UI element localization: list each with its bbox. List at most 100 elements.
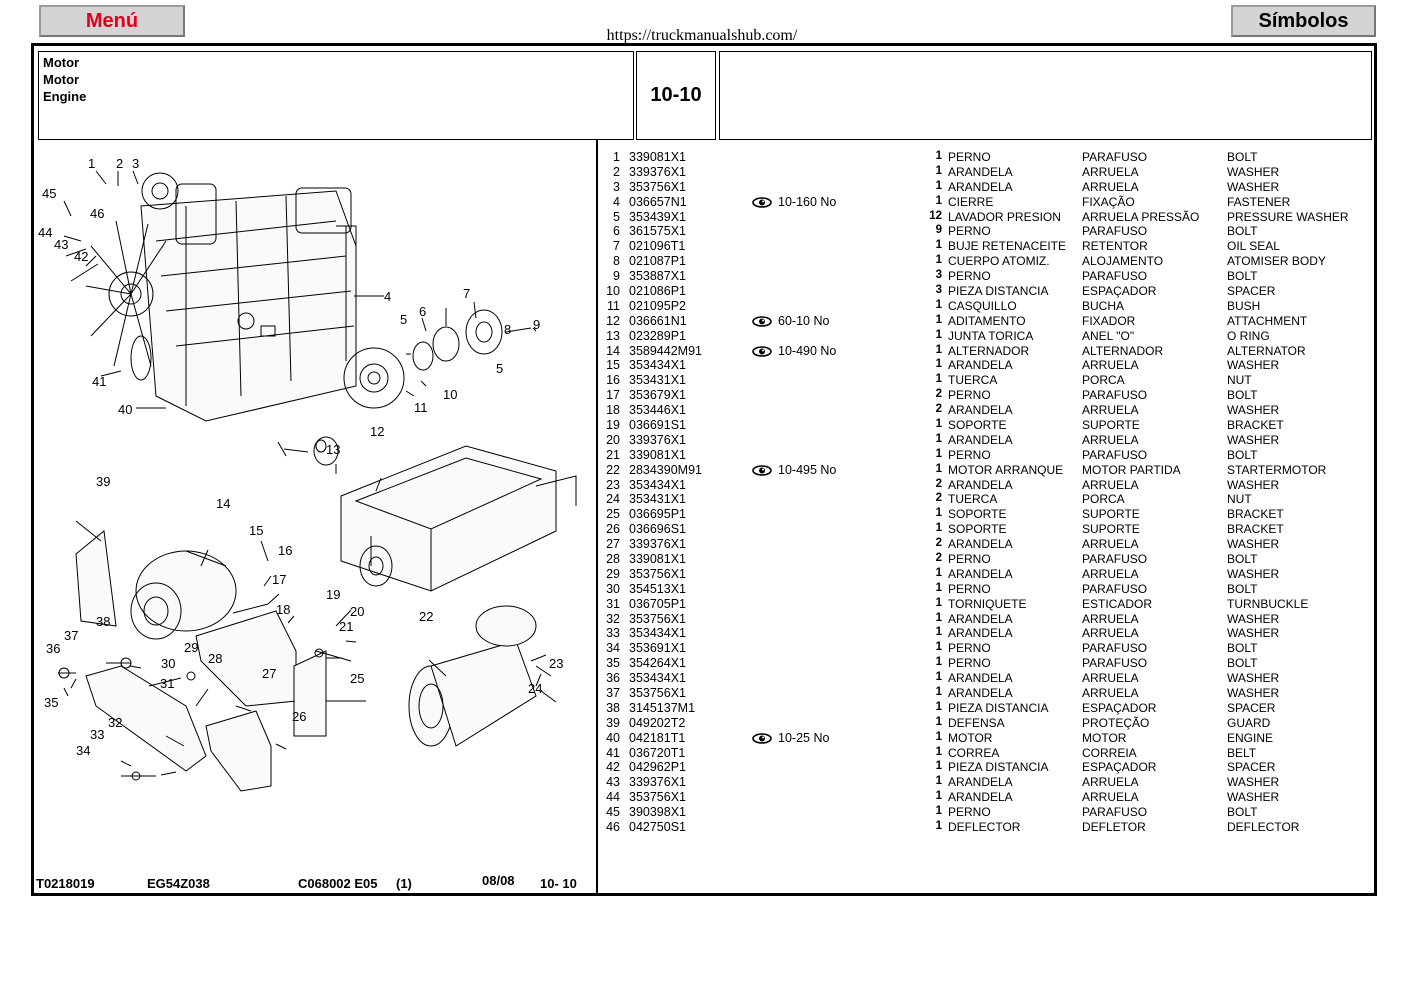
part-number: 036720T1 bbox=[629, 745, 686, 760]
description-pt: ARRUELA bbox=[1082, 179, 1139, 194]
eye-icon[interactable] bbox=[752, 732, 772, 747]
column-divider bbox=[596, 140, 598, 896]
description-pt: MOTOR bbox=[1082, 730, 1127, 745]
item-number: 37 bbox=[606, 686, 620, 701]
item-number: 38 bbox=[606, 700, 620, 715]
callout-number: 19 bbox=[326, 587, 340, 602]
quantity: 1 bbox=[935, 313, 942, 326]
description-pt: SUPORTE bbox=[1082, 522, 1140, 537]
item-number: 15 bbox=[606, 358, 620, 373]
item-number: 33 bbox=[606, 626, 620, 641]
quantity: 1 bbox=[935, 373, 942, 386]
eye-icon[interactable] bbox=[752, 196, 772, 211]
description-en: STARTERMOTOR bbox=[1227, 462, 1327, 477]
quantity: 2 bbox=[935, 388, 942, 401]
description-pt: RETENTOR bbox=[1082, 239, 1148, 254]
part-number: 042962P1 bbox=[629, 760, 687, 775]
description-es: ARANDELA bbox=[948, 164, 1013, 179]
part-number: 042750S1 bbox=[629, 820, 687, 835]
item-number: 9 bbox=[613, 269, 620, 284]
description-pt: ALTERNADOR bbox=[1082, 343, 1164, 358]
source-url[interactable]: https://truckmanualshub.com/ bbox=[606, 27, 798, 44]
part-number: 036661N1 bbox=[629, 313, 687, 328]
description-es: DEFLECTOR bbox=[948, 820, 1021, 835]
part-number: 353434X1 bbox=[629, 477, 687, 492]
description-pt: SUPORTE bbox=[1082, 418, 1140, 433]
part-number: 353679X1 bbox=[629, 388, 687, 403]
item-number: 21 bbox=[606, 447, 620, 462]
description-pt: ARRUELA bbox=[1082, 537, 1139, 552]
ref-code: C068002 E05 bbox=[298, 876, 378, 891]
description-en: BOLT bbox=[1227, 656, 1258, 671]
callout-number: 8 bbox=[504, 322, 511, 337]
description-en: BRACKET bbox=[1227, 522, 1284, 537]
eye-icon[interactable] bbox=[752, 345, 772, 360]
item-number: 25 bbox=[606, 507, 620, 522]
part-number: 339376X1 bbox=[629, 164, 687, 179]
title-pt: Motor bbox=[43, 72, 80, 87]
callout-number: 14 bbox=[216, 496, 230, 511]
description-en: WASHER bbox=[1227, 179, 1280, 194]
eye-icon[interactable] bbox=[752, 464, 772, 479]
item-number: 42 bbox=[606, 760, 620, 775]
item-number: 27 bbox=[606, 537, 620, 552]
callout-number: 36 bbox=[46, 641, 60, 656]
title-en: Engine bbox=[43, 89, 87, 104]
description-pt: BUCHA bbox=[1082, 298, 1125, 313]
section-number: 10- 10 bbox=[540, 876, 577, 891]
menu-button[interactable]: Menú bbox=[39, 5, 185, 37]
part-number: 036657N1 bbox=[629, 194, 687, 209]
quantity: 1 bbox=[935, 298, 942, 311]
description-pt: ESPAÇADOR bbox=[1082, 700, 1157, 715]
part-number: 353434X1 bbox=[629, 626, 687, 641]
cross-reference-link[interactable]: 10-160 No bbox=[778, 194, 837, 209]
description-es: DEFENSA bbox=[948, 715, 1005, 730]
part-number: 353756X1 bbox=[629, 611, 687, 626]
description-es: ARANDELA bbox=[948, 686, 1013, 701]
part-number: 354264X1 bbox=[629, 656, 687, 671]
cross-reference-link[interactable]: 60-10 No bbox=[778, 313, 830, 328]
description-pt: ARRUELA bbox=[1082, 164, 1139, 179]
description-en: BOLT bbox=[1227, 224, 1258, 239]
callout-number: 44 bbox=[38, 225, 52, 240]
cross-reference-link[interactable]: 10-495 No bbox=[778, 462, 837, 477]
item-number: 44 bbox=[606, 790, 620, 805]
description-pt: PARAFUSO bbox=[1082, 447, 1148, 462]
quantity: 1 bbox=[935, 447, 942, 460]
cross-reference-link[interactable]: 10-25 No bbox=[778, 730, 830, 745]
description-pt: ANEL "O" bbox=[1082, 328, 1135, 343]
description-pt: PARAFUSO bbox=[1082, 805, 1148, 820]
description-pt: FIXAÇÃO bbox=[1082, 194, 1135, 209]
eye-icon[interactable] bbox=[752, 315, 772, 330]
quantity: 3 bbox=[935, 269, 942, 282]
description-en: BOLT bbox=[1227, 269, 1258, 284]
item-number: 19 bbox=[606, 418, 620, 433]
quantity: 1 bbox=[935, 462, 942, 475]
cross-reference-link[interactable]: 10-490 No bbox=[778, 343, 837, 358]
revision: (1) bbox=[396, 876, 412, 891]
description-pt: ARRUELA bbox=[1082, 775, 1139, 790]
description-es: BUJE RETENACEITE bbox=[948, 239, 1067, 254]
description-en: NUT bbox=[1227, 492, 1252, 507]
description-es: PERNO bbox=[948, 641, 991, 656]
item-number: 4 bbox=[613, 194, 620, 209]
item-number: 45 bbox=[606, 805, 620, 820]
description-es: CIERRE bbox=[948, 194, 994, 209]
part-number: 021087P1 bbox=[629, 254, 687, 269]
date: 08/08 bbox=[482, 873, 515, 888]
description-es: ARANDELA bbox=[948, 790, 1013, 805]
symbols-button[interactable]: Símbolos bbox=[1231, 5, 1376, 37]
description-es: CORREA bbox=[948, 745, 1000, 760]
item-number: 22 bbox=[606, 462, 620, 477]
description-es: PERNO bbox=[948, 447, 991, 462]
quantity: 1 bbox=[935, 239, 942, 252]
callout-number: 37 bbox=[64, 628, 78, 643]
description-pt: ESTICADOR bbox=[1082, 596, 1153, 611]
quantity: 1 bbox=[935, 418, 942, 431]
title-box: Motor Motor Engine bbox=[38, 51, 634, 140]
callout-number: 27 bbox=[262, 666, 276, 681]
description-es: ARANDELA bbox=[948, 477, 1013, 492]
description-en: GUARD bbox=[1227, 715, 1271, 730]
